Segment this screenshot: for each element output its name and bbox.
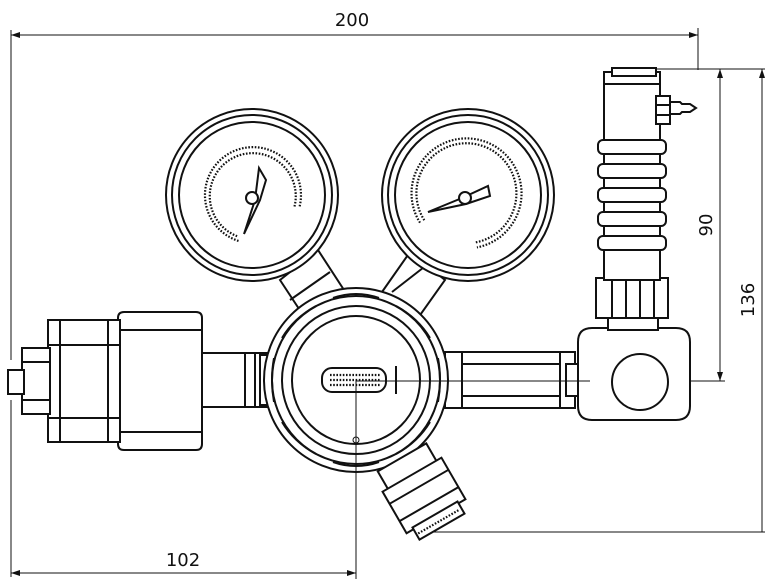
- dimension-label-200: 200: [335, 10, 369, 31]
- dimension-overall-height: 136: [420, 69, 765, 533]
- knob-grip-scallops: [271, 293, 441, 467]
- dimension-label-136: 136: [738, 283, 759, 317]
- relief-valve: [376, 441, 467, 542]
- high-pressure-gauge: [165, 108, 339, 282]
- dimension-label-102: 102: [166, 550, 200, 571]
- regulator-body: [259, 287, 449, 473]
- centerlines: [355, 380, 590, 580]
- dimension-overall-width: 200: [10, 10, 699, 360]
- hose-barb: [655, 95, 698, 125]
- inlet-connection: [7, 311, 271, 451]
- dimension-label-90: 90: [696, 214, 717, 237]
- flowmeter: [577, 67, 698, 421]
- outlet-pipe: [444, 351, 581, 409]
- low-pressure-gauge: [381, 108, 555, 282]
- flowmeter-grip-rings: [597, 139, 667, 251]
- adjusting-screw: [321, 366, 397, 394]
